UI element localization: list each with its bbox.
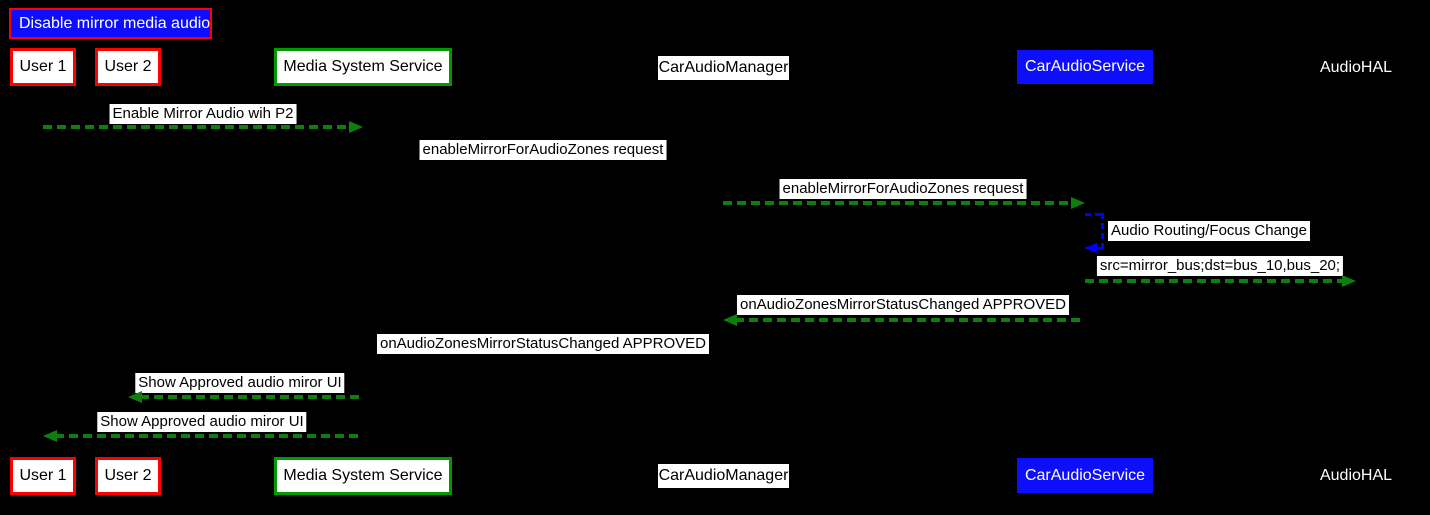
actor-user2-bottom: User 2	[95, 457, 161, 495]
arrow-head-right-icon	[1342, 275, 1356, 287]
message-label-status-changed-approved-2: onAudioZonesMirrorStatusChanged APPROVED	[376, 334, 710, 354]
message-arrow-show-approved-ui-2	[43, 430, 363, 442]
message-arrow-status-changed-approved-1	[723, 314, 1085, 326]
arrow-head-left-icon	[723, 314, 737, 326]
actor-caraudiomanager-bottom: CarAudioManager	[658, 464, 789, 488]
message-label-show-approved-ui-2: Show Approved audio miror UI	[97, 412, 307, 432]
actor-user2-top: User 2	[95, 48, 161, 86]
arrow-dash-line	[55, 434, 363, 438]
actor-caraudioservice-bottom: CarAudioService	[1017, 458, 1153, 493]
arrow-dash-line	[140, 395, 363, 399]
arrow-head-left-icon	[1084, 243, 1097, 253]
actor-user1-bottom: User 1	[10, 457, 76, 495]
message-label-enable-mirror-audio: Enable Mirror Audio wih P2	[109, 104, 297, 124]
self-message-arrow-audio-routing	[1084, 213, 1105, 255]
arrow-head-right-icon	[1071, 197, 1085, 209]
arrow-dash-line	[735, 318, 1085, 322]
message-arrow-enable-mirror-audio	[43, 121, 363, 133]
self-loop-right-segment	[1101, 213, 1104, 250]
message-label-show-approved-ui-1: Show Approved audio miror UI	[135, 373, 345, 393]
actor-media-system-service-top: Media System Service	[274, 48, 452, 86]
message-label-enable-mirror-zones-1: enableMirrorForAudioZones request	[419, 140, 667, 160]
arrow-dash-line	[43, 125, 351, 129]
message-arrow-src-mirror-bus	[1085, 275, 1356, 287]
self-loop-bottom-segment	[1096, 247, 1103, 250]
arrow-dash-line	[723, 201, 1073, 205]
arrow-head-left-icon	[43, 430, 57, 442]
actor-media-system-service-bottom: Media System Service	[274, 457, 452, 495]
arrow-head-right-icon	[349, 121, 363, 133]
actor-audiohal-top: AudioHAL	[1319, 59, 1393, 76]
diagram-title-note: Disable mirror media audio	[9, 8, 212, 39]
arrow-head-left-icon	[128, 391, 142, 403]
message-label-audio-routing-focus-change: Audio Routing/Focus Change	[1108, 221, 1310, 241]
message-arrow-enable-mirror-zones-2	[723, 197, 1085, 209]
message-label-enable-mirror-zones-2: enableMirrorForAudioZones request	[779, 179, 1027, 199]
actor-audiohal-bottom: AudioHAL	[1319, 467, 1393, 484]
actor-user1-top: User 1	[10, 48, 76, 86]
message-label-src-mirror-bus: src=mirror_bus;dst=bus_10,bus_20;	[1096, 256, 1344, 276]
actor-caraudiomanager-top: CarAudioManager	[658, 56, 789, 80]
message-label-status-changed-approved-1: onAudioZonesMirrorStatusChanged APPROVED	[736, 295, 1070, 315]
message-arrow-show-approved-ui-1	[128, 391, 363, 403]
arrow-dash-line	[1085, 279, 1344, 283]
actor-caraudioservice-top: CarAudioService	[1017, 50, 1153, 84]
self-loop-top-segment	[1085, 213, 1103, 216]
